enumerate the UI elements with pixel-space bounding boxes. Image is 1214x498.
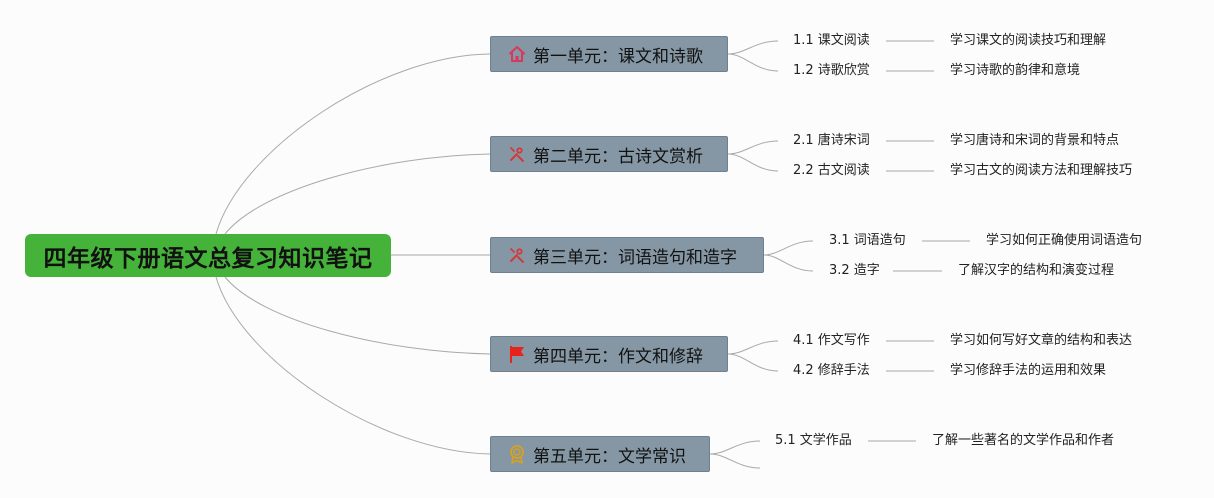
connector-unit3-item2 xyxy=(763,254,814,272)
topic-label[interactable]: 3.2 造字 xyxy=(829,263,880,278)
unit-node-3[interactable]: 第三单元：词语造句和造字 xyxy=(490,237,764,273)
topic-label[interactable]: 2.1 唐诗宋词 xyxy=(793,133,870,148)
medal-icon xyxy=(507,444,527,464)
connector-unit5-item1 xyxy=(709,440,761,455)
topic-description[interactable]: 学习唐诗和宋词的背景和特点 xyxy=(950,133,1120,148)
topic-description[interactable]: 了解汉字的结构和演变过程 xyxy=(958,263,1115,278)
unit-title: 第一单元：课文和诗歌 xyxy=(533,46,703,67)
unit-node-2[interactable]: 第二单元：古诗文赏析 xyxy=(490,136,728,172)
tools-icon xyxy=(507,144,527,164)
connector-unit1-item2 xyxy=(727,53,779,72)
connector-unit4-item1 xyxy=(727,340,779,355)
unit-title: 第四单元：作文和修辞 xyxy=(533,346,703,367)
connector-unit5-item2 xyxy=(709,453,761,469)
topic-label[interactable]: 3.1 词语造句 xyxy=(829,233,906,248)
connector-root-unit-1 xyxy=(215,53,491,235)
unit-node-4[interactable]: 第四单元：作文和修辞 xyxy=(490,336,728,372)
root-title: 四年级下册语文总复习知识笔记 xyxy=(43,245,373,272)
tools-icon xyxy=(507,245,527,265)
topic-description[interactable]: 学习诗歌的韵律和意境 xyxy=(950,63,1081,78)
house-icon xyxy=(507,44,527,64)
topic-description[interactable]: 学习修辞手法的运用和效果 xyxy=(950,363,1107,378)
topic-description[interactable]: 学习古文的阅读方法和理解技巧 xyxy=(950,163,1133,178)
topic-label[interactable]: 4.1 作文写作 xyxy=(793,333,870,348)
topic-label[interactable]: 1.1 课文阅读 xyxy=(793,33,870,48)
flag-icon xyxy=(507,344,527,364)
connector-root-unit-4 xyxy=(224,276,491,355)
topic-description[interactable]: 学习课文的阅读技巧和理解 xyxy=(950,33,1107,48)
connector-unit2-item2 xyxy=(727,153,779,172)
topic-description[interactable]: 学习如何写好文章的结构和表达 xyxy=(950,333,1133,348)
topic-description[interactable]: 学习如何正确使用词语造句 xyxy=(986,233,1143,248)
connector-unit3-item1 xyxy=(763,240,814,256)
topic-label[interactable]: 1.2 诗歌欣赏 xyxy=(793,63,870,78)
connector-root-unit-5 xyxy=(215,276,491,455)
topic-description[interactable]: 了解一些著名的文学作品和作者 xyxy=(932,433,1115,448)
topic-label[interactable]: 2.2 古文阅读 xyxy=(793,163,870,178)
unit-node-1[interactable]: 第一单元：课文和诗歌 xyxy=(490,36,728,72)
unit-node-5[interactable]: 第五单元：文学常识 xyxy=(490,436,710,472)
topic-label[interactable]: 4.2 修辞手法 xyxy=(793,363,870,378)
connector-unit2-item1 xyxy=(727,140,779,155)
connector-root-unit-2 xyxy=(224,153,491,235)
topic-label[interactable]: 5.1 文学作品 xyxy=(775,433,852,448)
unit-title: 第二单元：古诗文赏析 xyxy=(533,146,703,167)
unit-title: 第五单元：文学常识 xyxy=(533,446,686,467)
unit-title: 第三单元：词语造句和造字 xyxy=(533,247,737,268)
root-node[interactable]: 四年级下册语文总复习知识笔记 xyxy=(25,234,391,277)
connector-unit4-item2 xyxy=(727,353,779,372)
connector-unit1-item1 xyxy=(727,40,779,55)
